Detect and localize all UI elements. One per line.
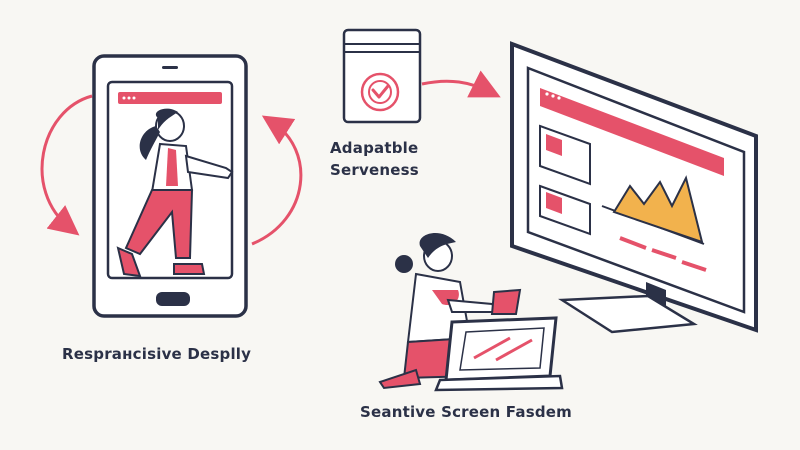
phone-screen-bar (118, 92, 222, 104)
caption-sensitive-screen: Seantive Screen Fasdem (360, 403, 572, 421)
woman-with-laptop (378, 233, 564, 392)
check-badge-icon (360, 72, 400, 112)
desktop-monitor (510, 41, 758, 334)
caption-adaptable-line2: Serveness (330, 161, 419, 179)
cycle-arrows-icon (40, 94, 303, 246)
walking-woman (116, 108, 234, 278)
phone-home-button (156, 292, 190, 306)
monitor-screen-bar (540, 88, 724, 176)
arrow-right-icon (421, 70, 501, 98)
phone-in-hand (490, 288, 522, 315)
caption-adaptable-line1: Adapatble (330, 139, 419, 157)
caption-responsive-display: Resprансisive Desplly (62, 345, 252, 363)
chart-area (612, 175, 704, 244)
laptop (434, 316, 564, 392)
adaptable-card (342, 28, 422, 124)
